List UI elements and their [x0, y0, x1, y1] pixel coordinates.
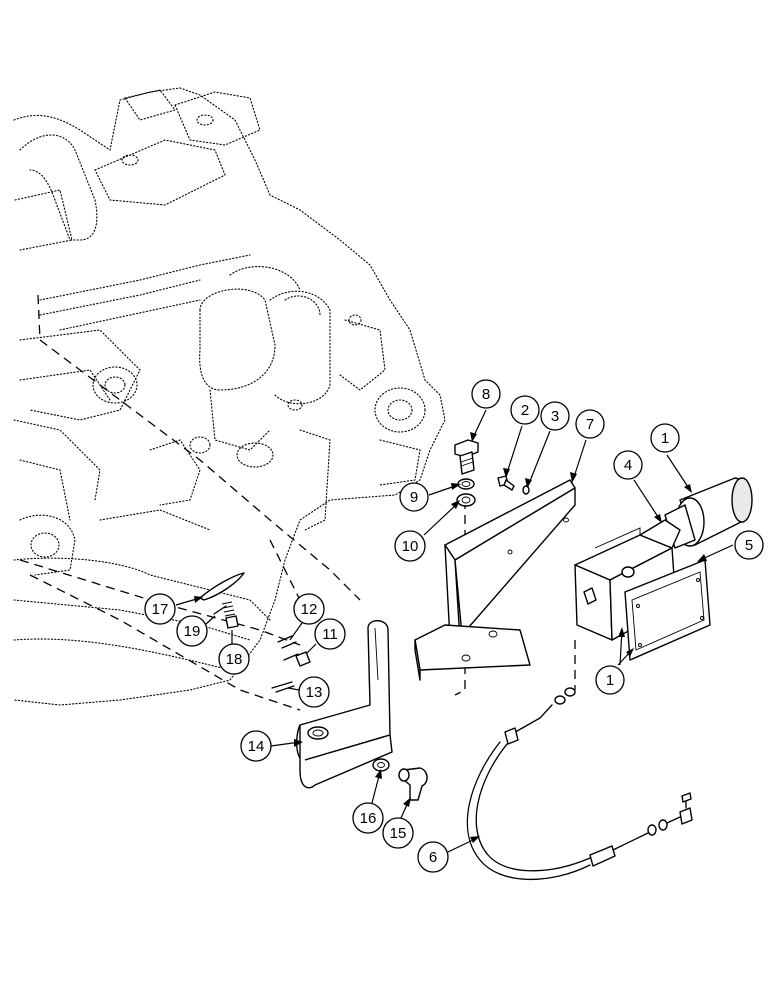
callout-6: 6 — [417, 836, 480, 873]
part-19-pin — [213, 605, 227, 615]
callout-label: 1 — [606, 672, 614, 689]
callout-9: 9 — [399, 482, 461, 512]
part-13-cotter-pin — [271, 681, 295, 693]
callout-1-bottom: 1 — [595, 627, 634, 695]
callout-label: 2 — [521, 402, 529, 419]
callout-label: 12 — [301, 601, 318, 618]
part-1-actuator-motor — [664, 477, 753, 549]
callout-label: 1 — [661, 430, 669, 447]
part-10-flat-washer — [456, 493, 476, 507]
callouts: 8 2 3 7 1 — [144, 379, 764, 873]
callout-label: 11 — [322, 626, 338, 643]
part-9-lock-washer — [457, 478, 475, 490]
part-14-throttle-lever — [296, 620, 393, 789]
callout-5: 5 — [697, 530, 764, 562]
part-18-stud — [221, 601, 239, 629]
callout-19: 19 — [176, 615, 216, 647]
part-8-bolt — [454, 439, 479, 475]
callout-label: 17 — [152, 601, 169, 618]
callout-18: 18 — [218, 630, 250, 675]
callout-label: 19 — [184, 623, 201, 640]
callout-8: 8 — [470, 379, 501, 442]
callout-label: 3 — [551, 408, 559, 425]
callout-label: 15 — [390, 825, 407, 842]
part-2-screw — [497, 475, 515, 491]
callout-16: 16 — [352, 769, 384, 834]
callout-15: 15 — [382, 797, 414, 849]
callout-label: 16 — [360, 810, 377, 827]
callout-label: 14 — [248, 738, 265, 755]
callout-1-top: 1 — [650, 423, 692, 493]
callout-13: 13 — [287, 676, 330, 708]
part-3-washer — [522, 485, 530, 495]
callout-11: 11 — [305, 618, 346, 655]
part-17-spring-clip — [199, 572, 245, 601]
callout-label: 8 — [482, 386, 490, 403]
callout-label: 6 — [429, 849, 437, 866]
part-15-ball-joint — [398, 767, 428, 801]
part-7-bracket — [414, 479, 576, 681]
callout-7: 7 — [570, 409, 605, 483]
callout-label: 5 — [745, 537, 753, 554]
part-5-cover-plate — [624, 559, 711, 661]
part-16-washer — [372, 758, 390, 772]
callout-label: 4 — [624, 457, 632, 474]
part-11-nut — [295, 651, 311, 667]
part-12-pins — [277, 635, 299, 661]
callout-label: 18 — [226, 651, 243, 668]
callout-label: 10 — [402, 538, 419, 555]
callout-label: 7 — [586, 416, 594, 433]
callout-10: 10 — [394, 500, 460, 562]
engine-block — [13, 87, 446, 706]
callout-17: 17 — [144, 593, 203, 625]
callout-2: 2 — [503, 395, 540, 478]
callout-label: 9 — [410, 489, 418, 506]
callout-label: 13 — [306, 684, 323, 701]
part-6-throttle-cable — [466, 687, 693, 881]
callout-4: 4 — [613, 450, 662, 523]
callout-3: 3 — [525, 401, 570, 488]
callout-14: 14 — [240, 730, 303, 762]
callout-12: 12 — [289, 593, 325, 641]
